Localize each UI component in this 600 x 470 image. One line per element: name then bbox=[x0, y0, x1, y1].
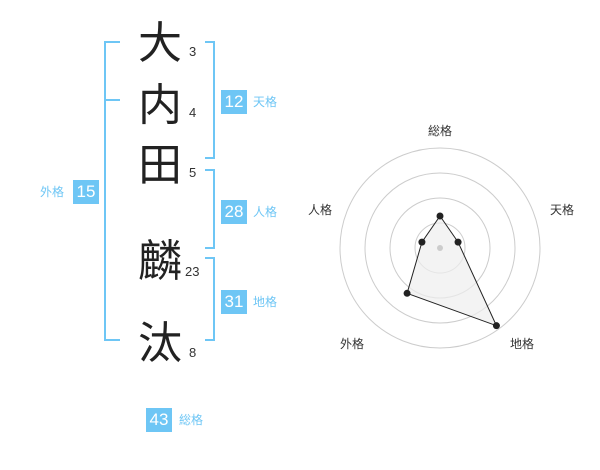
tenkaku-bracket bbox=[205, 41, 215, 159]
tenkaku-value: 12 bbox=[221, 90, 247, 114]
name-char-5: 汰 bbox=[138, 318, 182, 369]
gaikaku-value: 15 bbox=[73, 180, 99, 204]
radar-point-2 bbox=[492, 322, 500, 330]
radar-point-4 bbox=[418, 238, 426, 246]
radar-label-gaikaku: 外格 bbox=[340, 337, 365, 351]
stroke-count-5: 8 bbox=[189, 345, 197, 360]
radar-label-jinkaku: 人格 bbox=[308, 203, 333, 217]
chikaku-value: 31 bbox=[221, 290, 247, 314]
stroke-count-1: 3 bbox=[189, 44, 197, 59]
gaikaku-label: 外格 bbox=[40, 185, 65, 199]
stroke-count-3: 5 bbox=[189, 165, 197, 180]
jinkaku-value: 28 bbox=[221, 200, 247, 224]
radar-center bbox=[437, 245, 443, 251]
name-char-1: 大 bbox=[138, 18, 182, 69]
soukaku-value: 43 bbox=[146, 408, 172, 432]
tenkaku-label: 天格 bbox=[253, 95, 278, 109]
name-char-4: 麟 bbox=[138, 236, 182, 287]
radar-ring-4 bbox=[339, 147, 541, 349]
radar-label-chikaku: 地格 bbox=[510, 337, 535, 351]
jinkaku-bracket bbox=[205, 169, 215, 249]
radar-label-soukaku: 総格 bbox=[428, 124, 453, 138]
radar-point-1 bbox=[454, 238, 462, 246]
chikaku-label: 地格 bbox=[253, 295, 278, 309]
chikaku-bracket bbox=[205, 257, 215, 341]
name-char-2: 内 bbox=[138, 80, 182, 131]
soukaku-label: 総格 bbox=[179, 413, 204, 427]
radar-point-0 bbox=[436, 212, 444, 220]
radar-ring-3 bbox=[364, 172, 516, 324]
stroke-count-4: 23 bbox=[185, 264, 200, 279]
stroke-count-2: 4 bbox=[189, 105, 197, 120]
radar-label-tenkaku: 天格 bbox=[550, 203, 575, 217]
radar-polygon bbox=[406, 215, 498, 327]
name-char-3: 田 bbox=[138, 140, 182, 191]
radar-point-3 bbox=[403, 289, 411, 297]
jinkaku-label: 人格 bbox=[253, 205, 278, 219]
gaikaku-bracket bbox=[104, 41, 120, 341]
